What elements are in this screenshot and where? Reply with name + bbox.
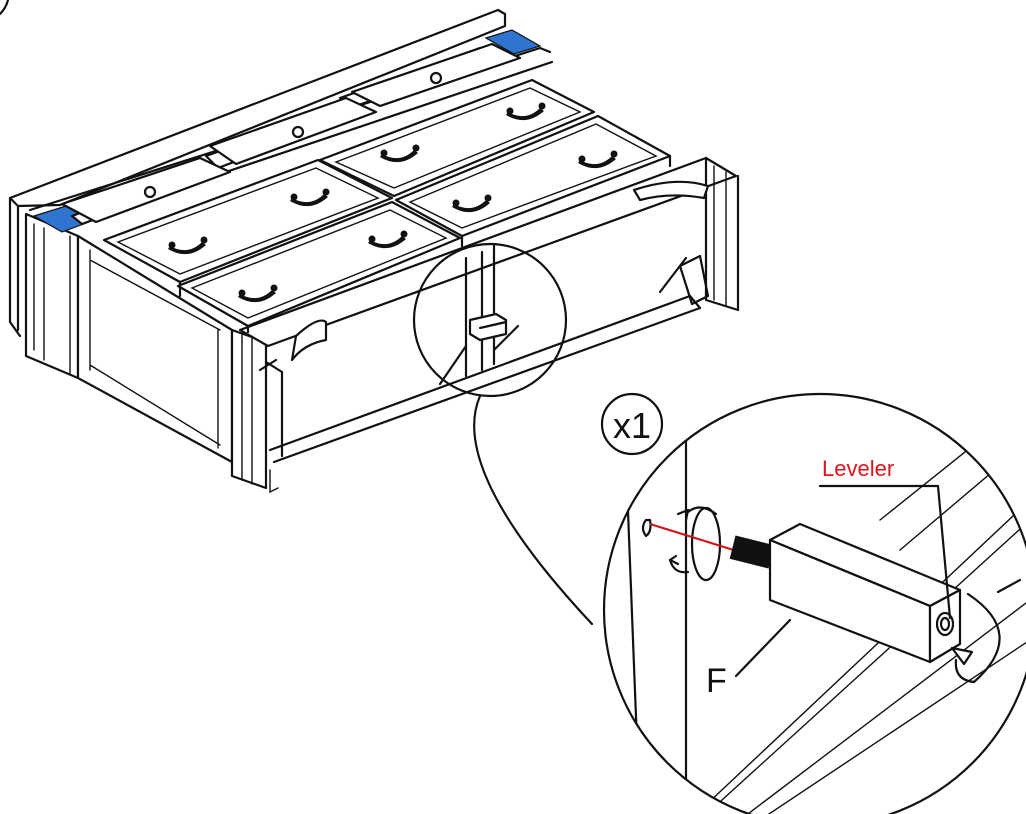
leveler-leader [818, 484, 952, 620]
rotate-arrow-icon [686, 506, 718, 516]
leveler-detail [602, 392, 1026, 814]
drawer-fronts [60, 42, 672, 334]
rotate-arrow-icon [954, 592, 1001, 684]
detail-connector [473, 394, 594, 626]
part-f-leader [734, 618, 792, 678]
rotate-arrow-icon [668, 558, 690, 574]
hole-pointer-line [649, 523, 741, 553]
corner-arc [0, 0, 10, 16]
center-support-detail [412, 242, 568, 398]
dresser-base-frame [8, 8, 740, 494]
leveler-label: Leveler [822, 456, 894, 481]
part-f-label: F [706, 662, 727, 700]
detail-circle [602, 392, 1026, 814]
quantity-label: x1 [613, 405, 651, 446]
quantity-badge: x1 [600, 392, 664, 456]
